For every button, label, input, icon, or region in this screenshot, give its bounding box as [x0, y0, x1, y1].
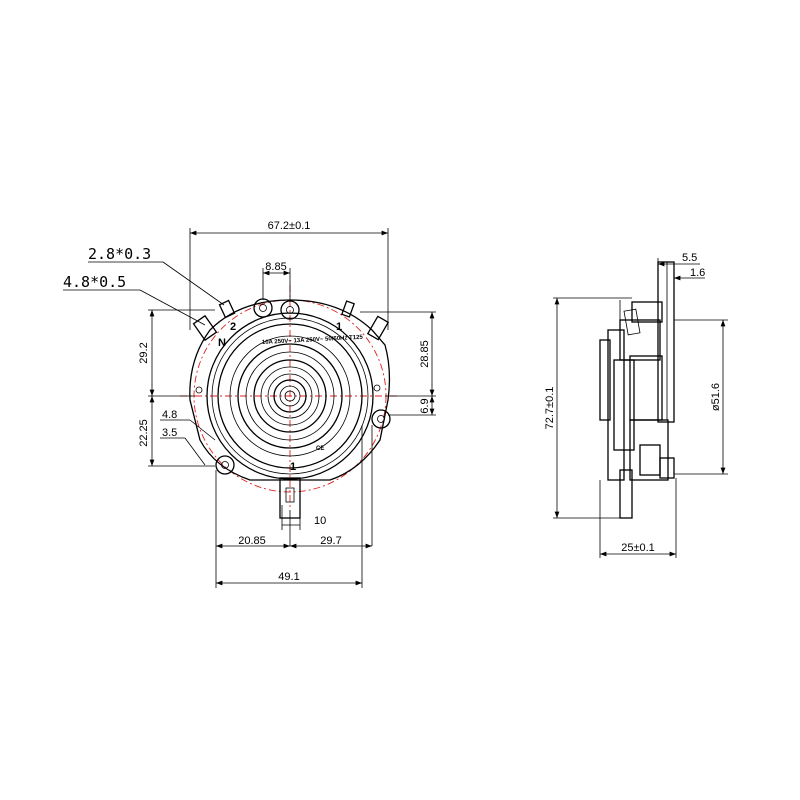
dim-bottom-right: 29.7 [320, 535, 341, 547]
terminal-2-label: 2 [230, 321, 236, 333]
dim-hole-offset: 8.85 [265, 261, 286, 273]
dim-left-lower: 22.25 [138, 419, 150, 447]
dim-pin-width: 10 [314, 515, 326, 527]
side-pin [619, 469, 633, 519]
dim-hole-span: 49.1 [278, 571, 299, 583]
flange-plate [657, 261, 675, 423]
rating-marking: 10A 250V~ 13A 250V~ 50/60Hz T125 [262, 335, 364, 346]
terminal-large [366, 315, 390, 341]
mount-ear [215, 455, 235, 475]
spec-large-terminal: 4.8*0.5 [63, 273, 126, 291]
spec-small-terminal: 2.8*0.3 [88, 245, 151, 263]
dim-depth: 25±0.1 [621, 542, 655, 554]
mount-ear [371, 409, 391, 429]
dim-tab-a: 4.8 [162, 409, 177, 421]
terminal-1-label: 1 [336, 321, 342, 333]
dim-bottom-left: 20.85 [238, 535, 266, 547]
terminal-small [218, 299, 236, 319]
dim-right-upper: 28.85 [419, 340, 431, 368]
dim-plate-thickness: 1.6 [690, 267, 705, 279]
dim-height: 72.7±0.1 [544, 387, 556, 430]
dim-left-upper: 29.2 [138, 342, 150, 363]
dim-tab-b: 3.5 [162, 427, 177, 439]
front-view: 10A 250V~ 13A 250V~ 50/60Hz T125 N 2 1 1… [63, 220, 436, 588]
dim-diameter: ø51.6 [710, 383, 722, 411]
dim-right-lower: 6.9 [419, 398, 431, 413]
terminal-n-label: N [218, 337, 226, 349]
ce-mark: CE [316, 446, 324, 452]
terminal-1b-label: 1 [290, 461, 296, 473]
dim-flange-thickness: 5.5 [682, 252, 697, 264]
side-view: 5.5 1.6 72.7±0.1 ø51.6 25±0.1 [544, 252, 728, 558]
terminal-small [341, 300, 355, 318]
dim-overall-width: 67.2±0.1 [268, 220, 311, 232]
mount-ear [280, 300, 300, 320]
mount-ear [253, 298, 273, 318]
terminal-large [192, 314, 218, 342]
